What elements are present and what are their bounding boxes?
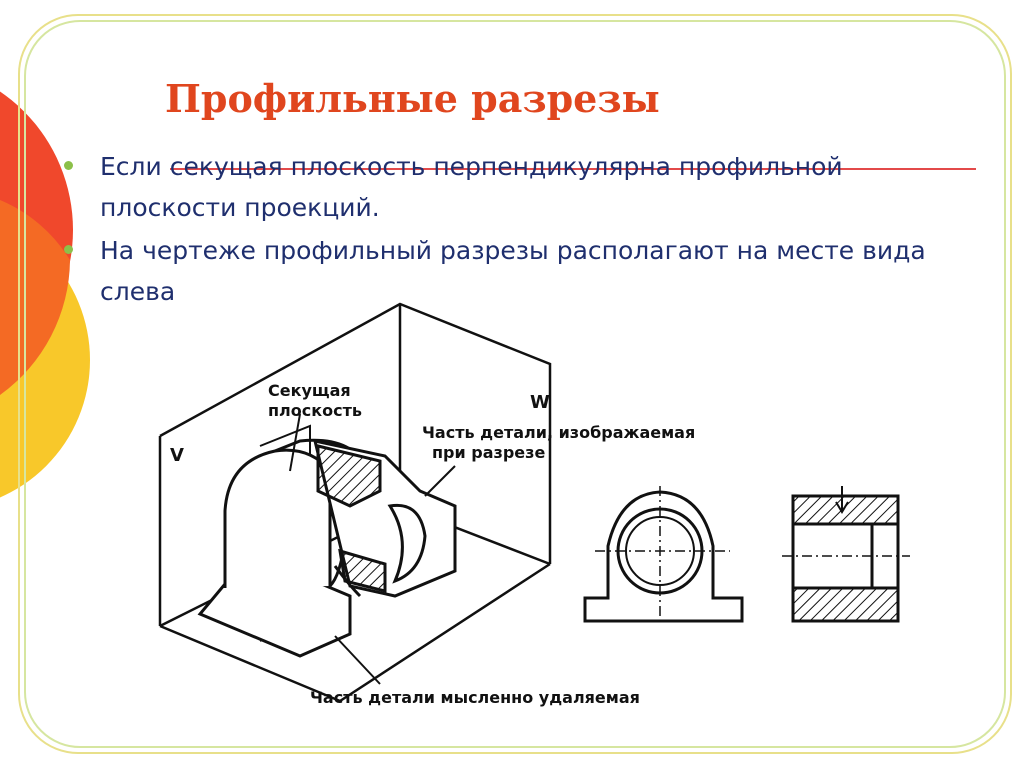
slide-frame-inner xyxy=(24,20,1006,748)
bullet-list: Если секущая плоскость перпендикулярна п… xyxy=(64,146,964,314)
bullet-item: Если секущая плоскость перпендикулярна п… xyxy=(64,146,964,228)
slide-title: Профильные разрезы xyxy=(165,76,660,121)
bullet-item: На чертеже профильный разрезы располагаю… xyxy=(64,230,964,312)
bullet-text: На чертеже профильный разрезы располагаю… xyxy=(100,236,926,306)
section-part-label-1: Часть детали, изображаемая xyxy=(422,423,695,442)
bullet-dot-icon xyxy=(64,161,73,170)
leader-lines xyxy=(289,413,456,685)
technical-drawing: V W Секущая плоскость Часть детали, изоб… xyxy=(158,302,910,707)
bullet-dot-icon xyxy=(64,245,73,254)
plane-v-label: V xyxy=(170,445,184,466)
sectional-view xyxy=(782,486,910,623)
profile-view xyxy=(583,486,744,626)
removed-part-label: Часть детали мысленно удаляемая xyxy=(310,688,640,707)
title-rule xyxy=(170,168,976,170)
section-part-label-2: при разрезе xyxy=(432,443,545,462)
bullet-text: Если секущая плоскость перпендикулярна п… xyxy=(100,152,843,222)
slide-frame-outer xyxy=(18,14,1012,754)
cutting-plane-label-2: плоскость xyxy=(268,401,362,420)
plane-w-label: W xyxy=(530,392,550,413)
section-part xyxy=(312,439,457,598)
orange-overlap xyxy=(0,200,70,395)
cutting-plane-label-1: Секущая xyxy=(268,381,351,400)
removed-part xyxy=(197,438,367,658)
